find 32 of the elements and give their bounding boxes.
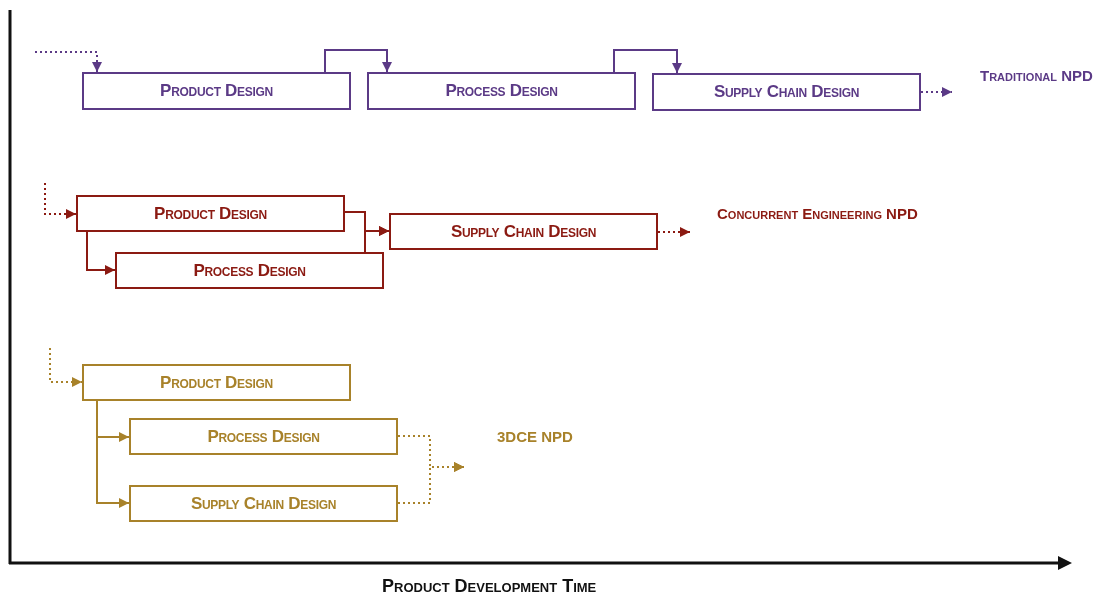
arrow [613,49,682,74]
box-label: Process Design [193,260,306,281]
dotted-arrow [49,347,83,387]
process-box [367,72,636,110]
dotted-arrow [920,87,953,97]
process-box [82,364,351,401]
process-box [652,73,921,111]
box-label: Process Design [445,81,558,101]
arrow [96,400,130,508]
dotted-arrow [44,182,77,219]
box-label: Product Design [154,203,267,224]
box-label: Supply Chain Design [190,493,337,514]
axis-title: Product Development Time [382,576,597,595]
process-box [129,418,398,455]
box-label: Product Design [160,372,273,393]
approach-label: Traditional NPD [980,67,1093,84]
approach-label: 3DCE NPD [497,428,573,445]
box-label: Product Design [160,81,273,101]
process-box [82,72,351,110]
process-box [129,485,398,522]
dotted-arrow [34,51,102,73]
process-box [115,252,384,289]
box-label: Supply Chain Design [713,82,860,102]
approach-label: Concurrent Engineering NPD [717,205,918,222]
arrow [86,231,116,275]
arrow [324,49,392,73]
dotted-arrow [657,227,691,237]
process-box [76,195,345,232]
process-box [389,213,658,250]
box-label: Process Design [207,426,320,447]
box-label: Supply Chain Design [450,221,597,242]
arrow [364,226,390,253]
